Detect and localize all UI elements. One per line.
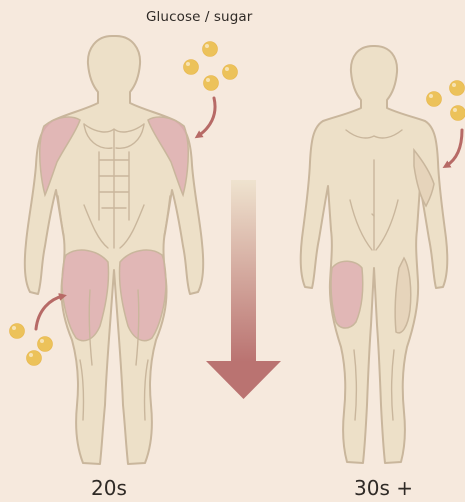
age-label-20s: 20s <box>91 476 127 500</box>
down-arrow-icon <box>206 180 281 399</box>
glucose-sugar-label: Glucose / sugar <box>146 9 252 25</box>
age-label-30s: 30s + <box>354 476 413 500</box>
older-body-figure <box>301 46 447 463</box>
young-body-figure <box>25 36 203 464</box>
right-thigh-highlight-pink <box>331 261 363 328</box>
